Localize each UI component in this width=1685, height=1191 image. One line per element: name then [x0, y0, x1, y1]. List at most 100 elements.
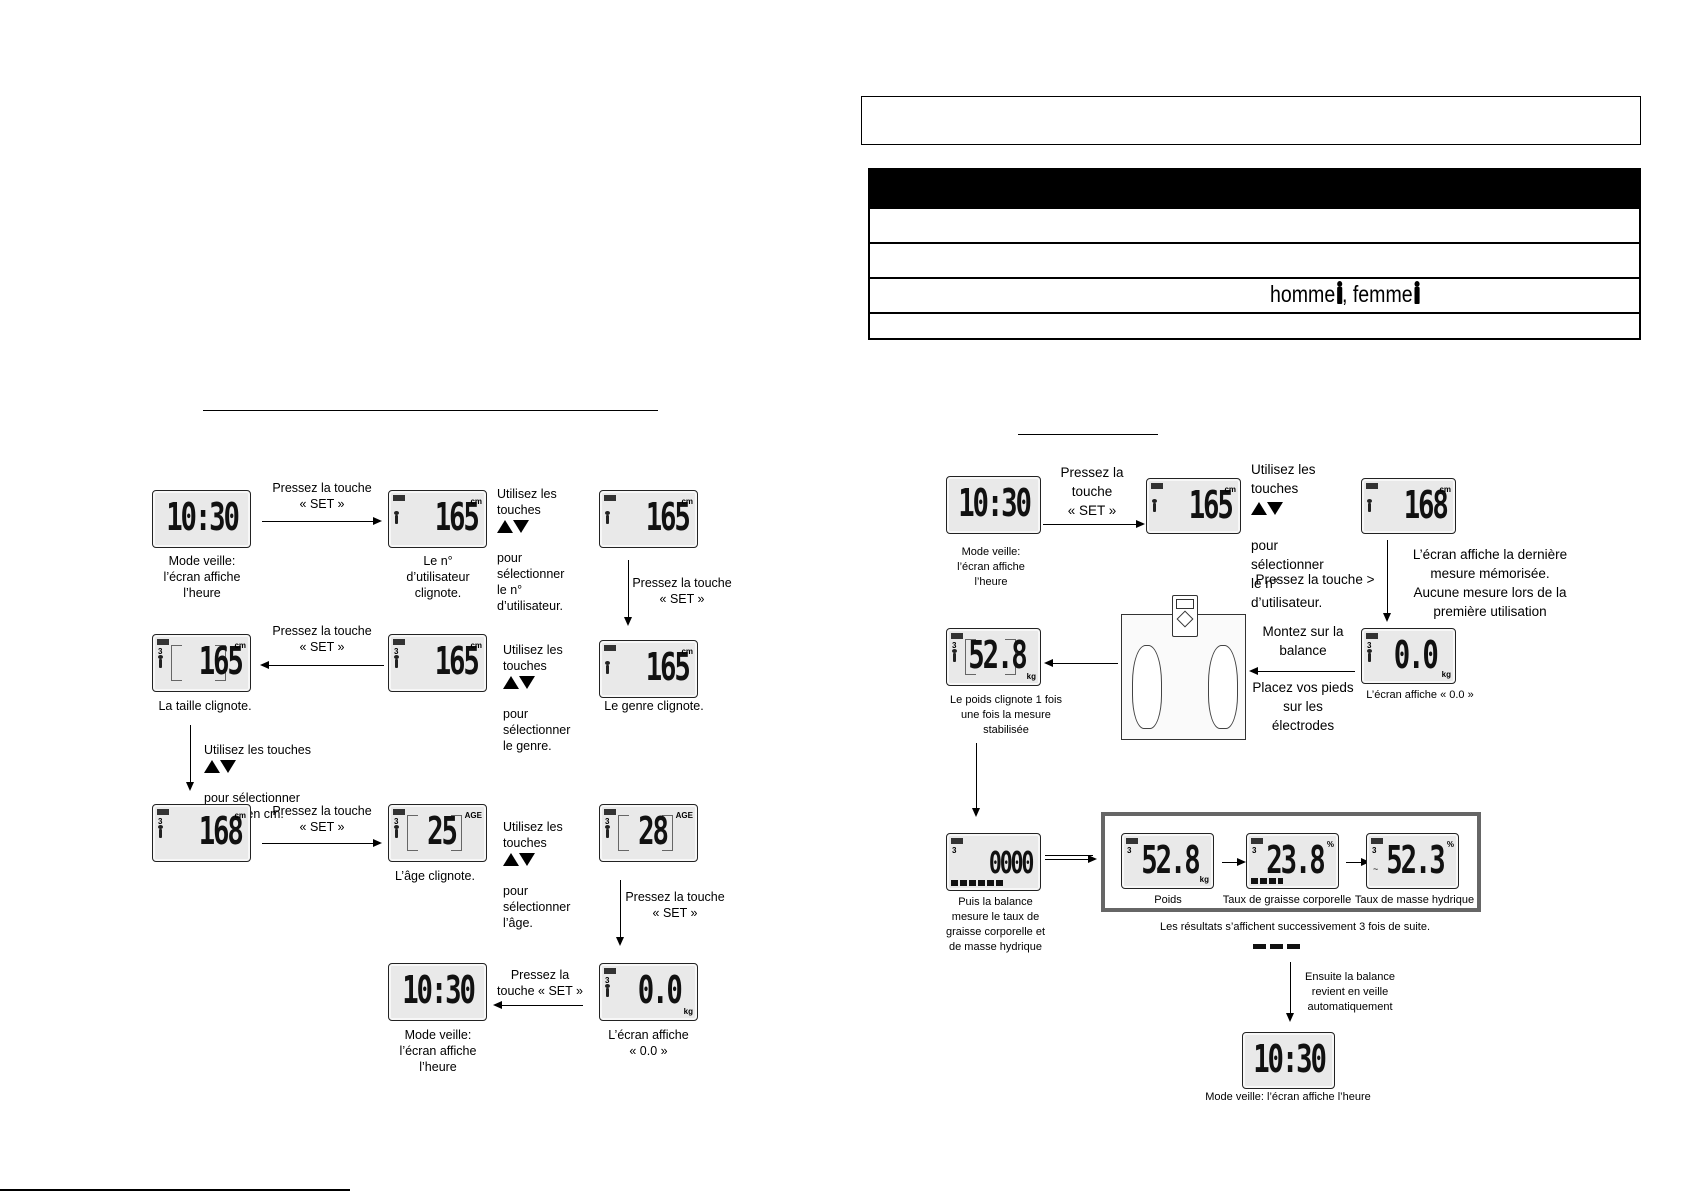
down-arrow-icon [519, 676, 535, 690]
user-badge-icon [604, 809, 616, 815]
user-badge-icon [157, 639, 169, 645]
user-badge-icon [1251, 838, 1263, 844]
caption-press-set-3: Pressez la touche « SET » [272, 624, 372, 654]
caption-mode-veille-final: Mode veille: l’écran affiche l’heure [1205, 1091, 1371, 1103]
scale-button-icon [1176, 610, 1194, 628]
caption-text: Utilisez les touches [503, 643, 563, 673]
user-number: 3 [1127, 846, 1132, 855]
person-icon [394, 511, 399, 524]
caption-press-set-4: Pressez la touche « SET » [272, 804, 372, 834]
unit-label: cm [234, 811, 246, 820]
user-badge-icon [1371, 838, 1383, 844]
lcd-digits: 0000 [988, 846, 1035, 881]
down-arrow-icon [519, 853, 535, 867]
blink-marks [965, 639, 976, 675]
arrow-left [493, 1001, 583, 1009]
user-badge-icon [951, 633, 963, 639]
caption-use-keys-genre: Utilisez les touches pour sélectionner l… [503, 626, 593, 754]
footer-rule [0, 1189, 350, 1191]
up-arrow-icon [1251, 501, 1267, 515]
lcd-digits: 10:30 [165, 495, 240, 539]
user-number: 3 [158, 817, 163, 826]
lcd-digits: 10:30 [401, 968, 476, 1012]
caption-taux-masse: Taux de masse hydrique [1354, 894, 1475, 906]
caption-press-set-short: Pressez la touche « SET » [497, 968, 583, 998]
unit-label: kg [1199, 875, 1209, 884]
lcd-digits: 165 [646, 645, 691, 689]
results-frame [1101, 812, 1481, 912]
table-header [870, 170, 1639, 207]
dash-marks [1253, 944, 1301, 949]
user-badge-icon [951, 838, 963, 844]
blink-marks [171, 645, 182, 681]
lcd-digits: 10:30 [957, 481, 1032, 525]
user-number: 3 [952, 846, 957, 855]
caption-age-blink: L’âge clignote. [395, 869, 475, 883]
unit-label: cm [470, 641, 482, 650]
caption-last-measure: L’écran affiche la dernière mesure mémor… [1412, 547, 1568, 619]
arrow-right [1222, 858, 1246, 866]
unit-label: cm [470, 497, 482, 506]
lcd-digits: 165 [646, 495, 691, 539]
lcd-height-gender: 3 165 cm [388, 634, 487, 692]
arrow-right [1043, 520, 1145, 528]
arrow-down [1383, 540, 1391, 622]
unit-label: kg [683, 1007, 693, 1016]
user-badge-icon [1126, 838, 1138, 844]
header-box [861, 96, 1641, 145]
unit-label: cm [681, 647, 693, 656]
blink-marks [1005, 639, 1016, 675]
blink-marks [618, 815, 629, 851]
table-row [870, 312, 1639, 347]
up-arrow-icon [497, 520, 513, 534]
arrow-down [624, 560, 632, 626]
caption-resultats: Les résultats s’affichent successivement… [1159, 921, 1431, 933]
unit-label: % [1326, 840, 1334, 849]
person-icon [605, 511, 610, 524]
lcd-standby-clock-final: 10:30 [1242, 1032, 1335, 1089]
lcd-standby-clock: 10:30 [388, 963, 487, 1021]
left-foot-icon [1132, 645, 1162, 729]
lcd-digits: 52.3 [1386, 838, 1446, 882]
user-number: 3 [952, 641, 957, 650]
caption-press-set: Pressez la touche « SET » [1060, 465, 1124, 518]
gender-homme: homme [1270, 281, 1336, 307]
section-title-underline [203, 410, 658, 411]
lcd-age-blink: 3 25 AGE [388, 804, 487, 862]
lcd-height-set: 3 168 cm [152, 804, 251, 862]
person-icon [1152, 499, 1157, 512]
caption-press-set-2: Pressez la touche « SET » [632, 576, 732, 606]
arrow-down [616, 880, 624, 946]
unit-label: cm [234, 641, 246, 650]
person-icon [158, 825, 163, 838]
lcd-zero: 3 0.0 kg [599, 963, 698, 1021]
user-badge-icon [157, 809, 169, 815]
caption-mode-veille: Mode veille: l’écran affiche l’heure [957, 546, 1025, 588]
caption-ensuite: Ensuite la balance revient en veille aut… [1305, 971, 1395, 1013]
person-icon [1367, 499, 1372, 512]
unit-label: cm [681, 497, 693, 506]
caption-text: Utilisez les touches [503, 820, 563, 850]
caption-text: pour sélectionner le genre. [503, 707, 571, 753]
down-arrow-icon [1267, 501, 1283, 515]
lcd-digits: 52.8 [1141, 838, 1201, 882]
lcd-age-set: 3 28 AGE [599, 804, 698, 862]
caption-press-set-1: Pressez la touche « SET » [272, 481, 372, 511]
unit-label: cm [1224, 485, 1236, 494]
unit-label: % [1446, 840, 1454, 849]
person-icon [605, 825, 610, 838]
person-icon [605, 984, 610, 997]
arrow-right [262, 517, 382, 525]
lcd-digits: 165 [435, 495, 480, 539]
lcd-measuring: 3 0000 [946, 833, 1041, 891]
user-badge-icon [604, 495, 616, 501]
gender-options: homme, femme [1270, 281, 1420, 308]
arrow-right [1346, 858, 1370, 866]
user-badge-icon [1151, 483, 1163, 489]
caption-mode-veille: Mode veille: l’écran affiche l’heure [163, 554, 241, 600]
user-badge-icon [393, 495, 405, 501]
user-number: 3 [1252, 846, 1257, 855]
scale-screen-icon [1176, 599, 1194, 609]
caption-text: pour sélectionner le n° d’utilisateur. [1251, 538, 1324, 610]
lcd-digits: 165 [199, 639, 244, 683]
